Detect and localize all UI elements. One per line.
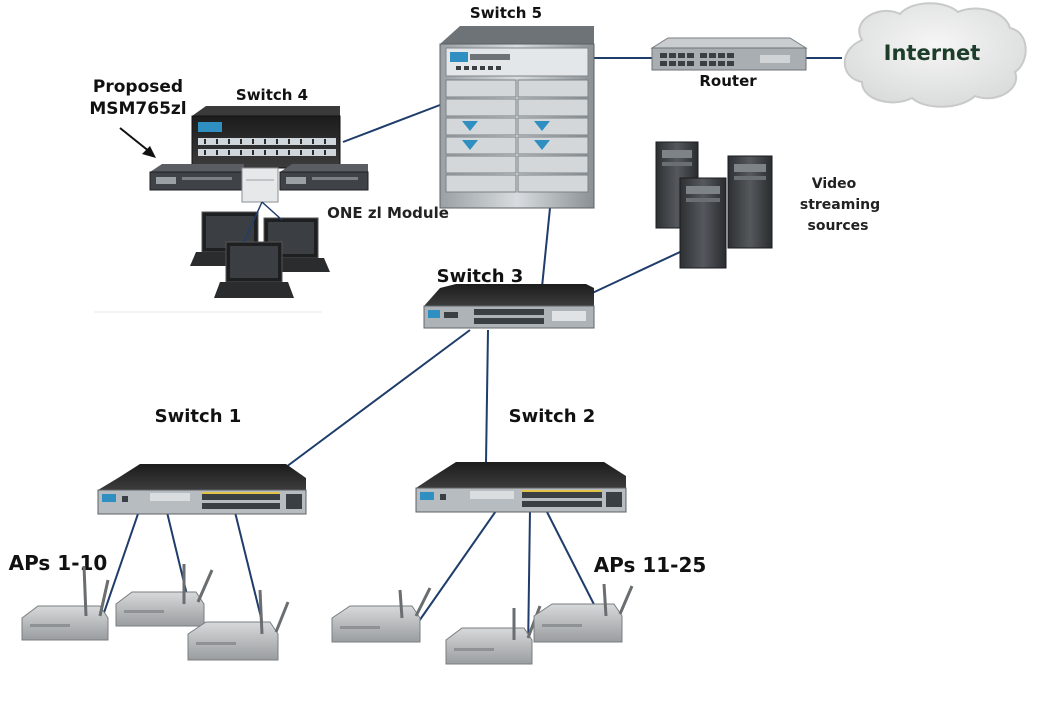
switch3-label: Switch 3 (437, 266, 524, 287)
laptop-link (243, 201, 263, 243)
access-point-icon (21, 565, 110, 641)
internet-label: Internet (884, 41, 981, 65)
video-label-line3: sources (808, 218, 869, 234)
access-point-icon (533, 583, 634, 643)
link-switch4-switch5 (342, 104, 441, 143)
switch5-chassis-icon (439, 26, 595, 209)
proposed-arrow-icon (119, 127, 156, 158)
msm765zl-module-icon (149, 164, 245, 191)
link-switch5-switch3 (541, 207, 551, 288)
laptop-icon (252, 217, 330, 272)
link-switch3-switch1 (281, 329, 471, 471)
link-switch2-ap4 (409, 507, 499, 635)
one-zl-module-label: ONE zl Module (327, 204, 449, 222)
proposed-label-line1: Proposed (93, 77, 183, 97)
access-point-icon (445, 605, 542, 665)
video-server-icon (727, 155, 773, 249)
access-point-icon (187, 589, 290, 661)
switch4-label: Switch 4 (236, 86, 308, 104)
aps-group2-label: APs 11-25 (594, 553, 707, 577)
switch4-chassis-icon (191, 106, 341, 169)
one-zl-module-icon (241, 164, 369, 203)
video-label-line2: streaming (800, 197, 880, 213)
laptop-icon (214, 241, 294, 298)
switch2-icon (415, 462, 627, 513)
switch1-icon (97, 464, 307, 515)
access-point-icon (331, 587, 432, 643)
switch1-label: Switch 1 (155, 406, 242, 427)
router-label: Router (699, 72, 757, 90)
internet-cloud-icon: Internet (843, 2, 1027, 108)
video-label-line1: Video (812, 176, 857, 192)
proposed-label-line2: MSM765zl (89, 99, 186, 119)
link-switch3-switch2 (485, 329, 489, 464)
link-switch2-ap5 (527, 509, 531, 653)
link-video-switch3 (587, 251, 681, 296)
laptop-link (261, 201, 283, 221)
switch5-label: Switch 5 (470, 4, 542, 22)
switch3-icon (423, 284, 595, 329)
video-server-icon (679, 177, 727, 269)
switch2-label: Switch 2 (509, 406, 596, 427)
aps-group1-label: APs 1-10 (9, 551, 108, 575)
access-point-icon (115, 564, 214, 627)
router-icon (650, 37, 808, 71)
